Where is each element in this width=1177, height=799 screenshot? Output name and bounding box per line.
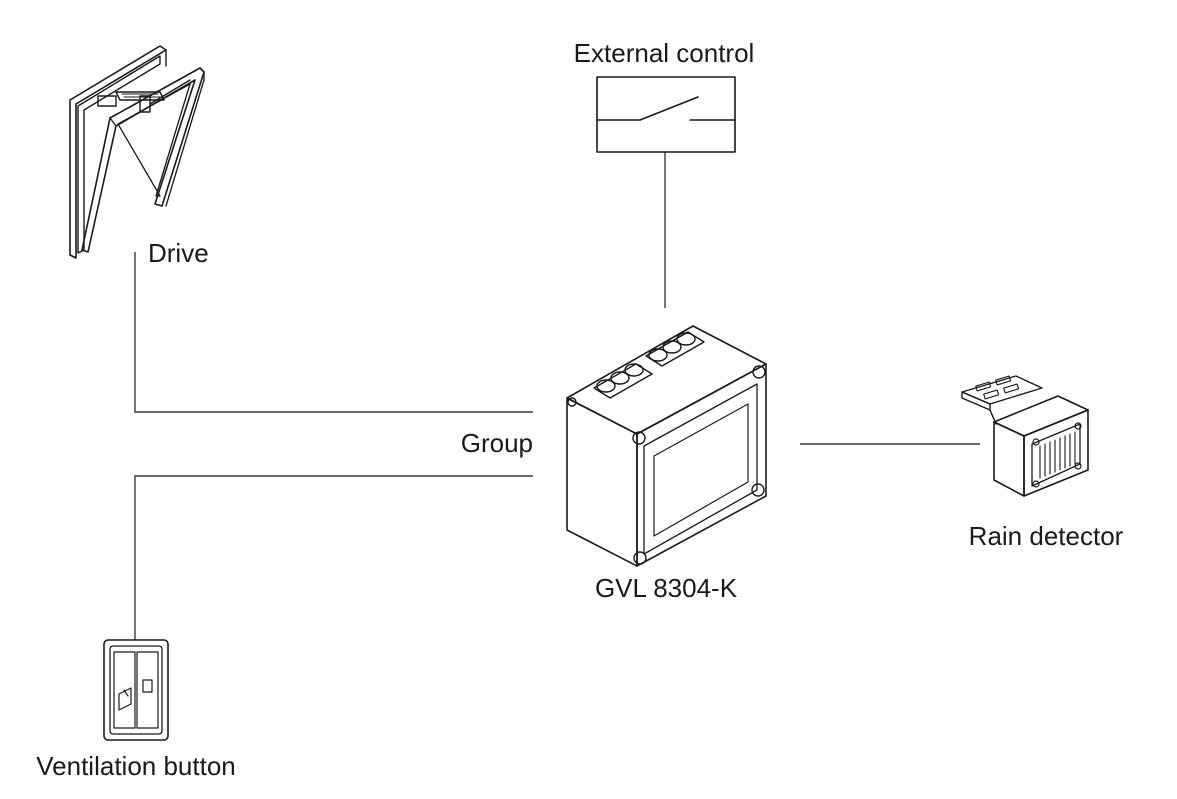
rain-sensor-icon (961, 375, 1089, 497)
sensor-grille (1039, 431, 1076, 479)
drive-label: Drive (148, 238, 209, 268)
rain-detector-label: Rain detector (969, 521, 1124, 551)
switch-contact-icon (596, 76, 736, 153)
control-box-icon (566, 325, 767, 567)
connection-lines (134, 152, 980, 640)
cable-gland-group-right (645, 331, 705, 367)
ventilation-button-label: Ventilation button (36, 751, 236, 781)
line-ventilation-button-to-controller (134, 475, 533, 640)
wall-switch-icon (103, 639, 169, 741)
line-drive-to-controller (134, 252, 533, 413)
group-label: Group (461, 428, 533, 458)
roof-window-drive-icon (69, 45, 205, 259)
cable-gland-group-left (593, 363, 653, 399)
controller-label: GVL 8304-K (595, 573, 738, 603)
external-control-label: External control (574, 38, 755, 68)
